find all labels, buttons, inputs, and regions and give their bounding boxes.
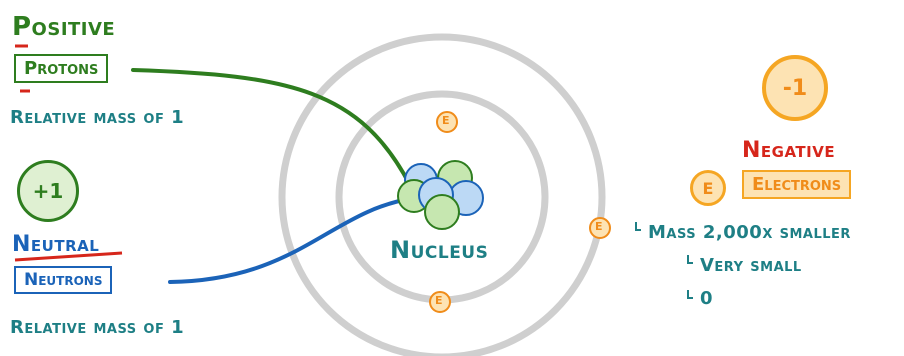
relative-mass-neutrons: Relative mass of 1: [10, 317, 185, 338]
hook-icon: [635, 222, 641, 231]
protons-connector: [131, 68, 412, 187]
neutrons-box: Neutrons: [14, 266, 113, 294]
negative-heading: Negative: [742, 138, 836, 163]
minus-one-badge: -1: [762, 55, 828, 121]
zero-note: 0: [700, 288, 714, 309]
neutral-underline: [14, 251, 123, 262]
protons-box: Protons: [14, 54, 109, 83]
electrons-box: Electrons: [742, 170, 852, 199]
neutral-heading: Neutral: [12, 232, 100, 257]
plus-one-badge: +1: [17, 160, 79, 222]
relative-mass-protons: Relative mass of 1: [10, 107, 185, 128]
hook-icon: [687, 290, 693, 299]
neutrons-connector: [168, 196, 417, 284]
proton-particle: [424, 194, 460, 230]
electron-label-top: E: [442, 114, 451, 127]
nucleus-cluster: [397, 160, 484, 230]
electron-right: [589, 217, 611, 239]
very-small-note: Very small: [700, 255, 802, 276]
electron-top: [436, 111, 458, 133]
nucleus-label: Nucleus: [390, 236, 489, 264]
mass-note: Mass 2,000x smaller: [648, 222, 851, 243]
electron-label-right: E: [595, 220, 604, 233]
hook-icon: [687, 255, 693, 264]
positive-heading: Positive: [12, 12, 116, 42]
electron-bottom: [429, 291, 451, 313]
electron-symbol-icon: E: [690, 170, 726, 206]
electron-label-bottom: E: [435, 294, 444, 307]
outer-orbit: [278, 33, 606, 356]
